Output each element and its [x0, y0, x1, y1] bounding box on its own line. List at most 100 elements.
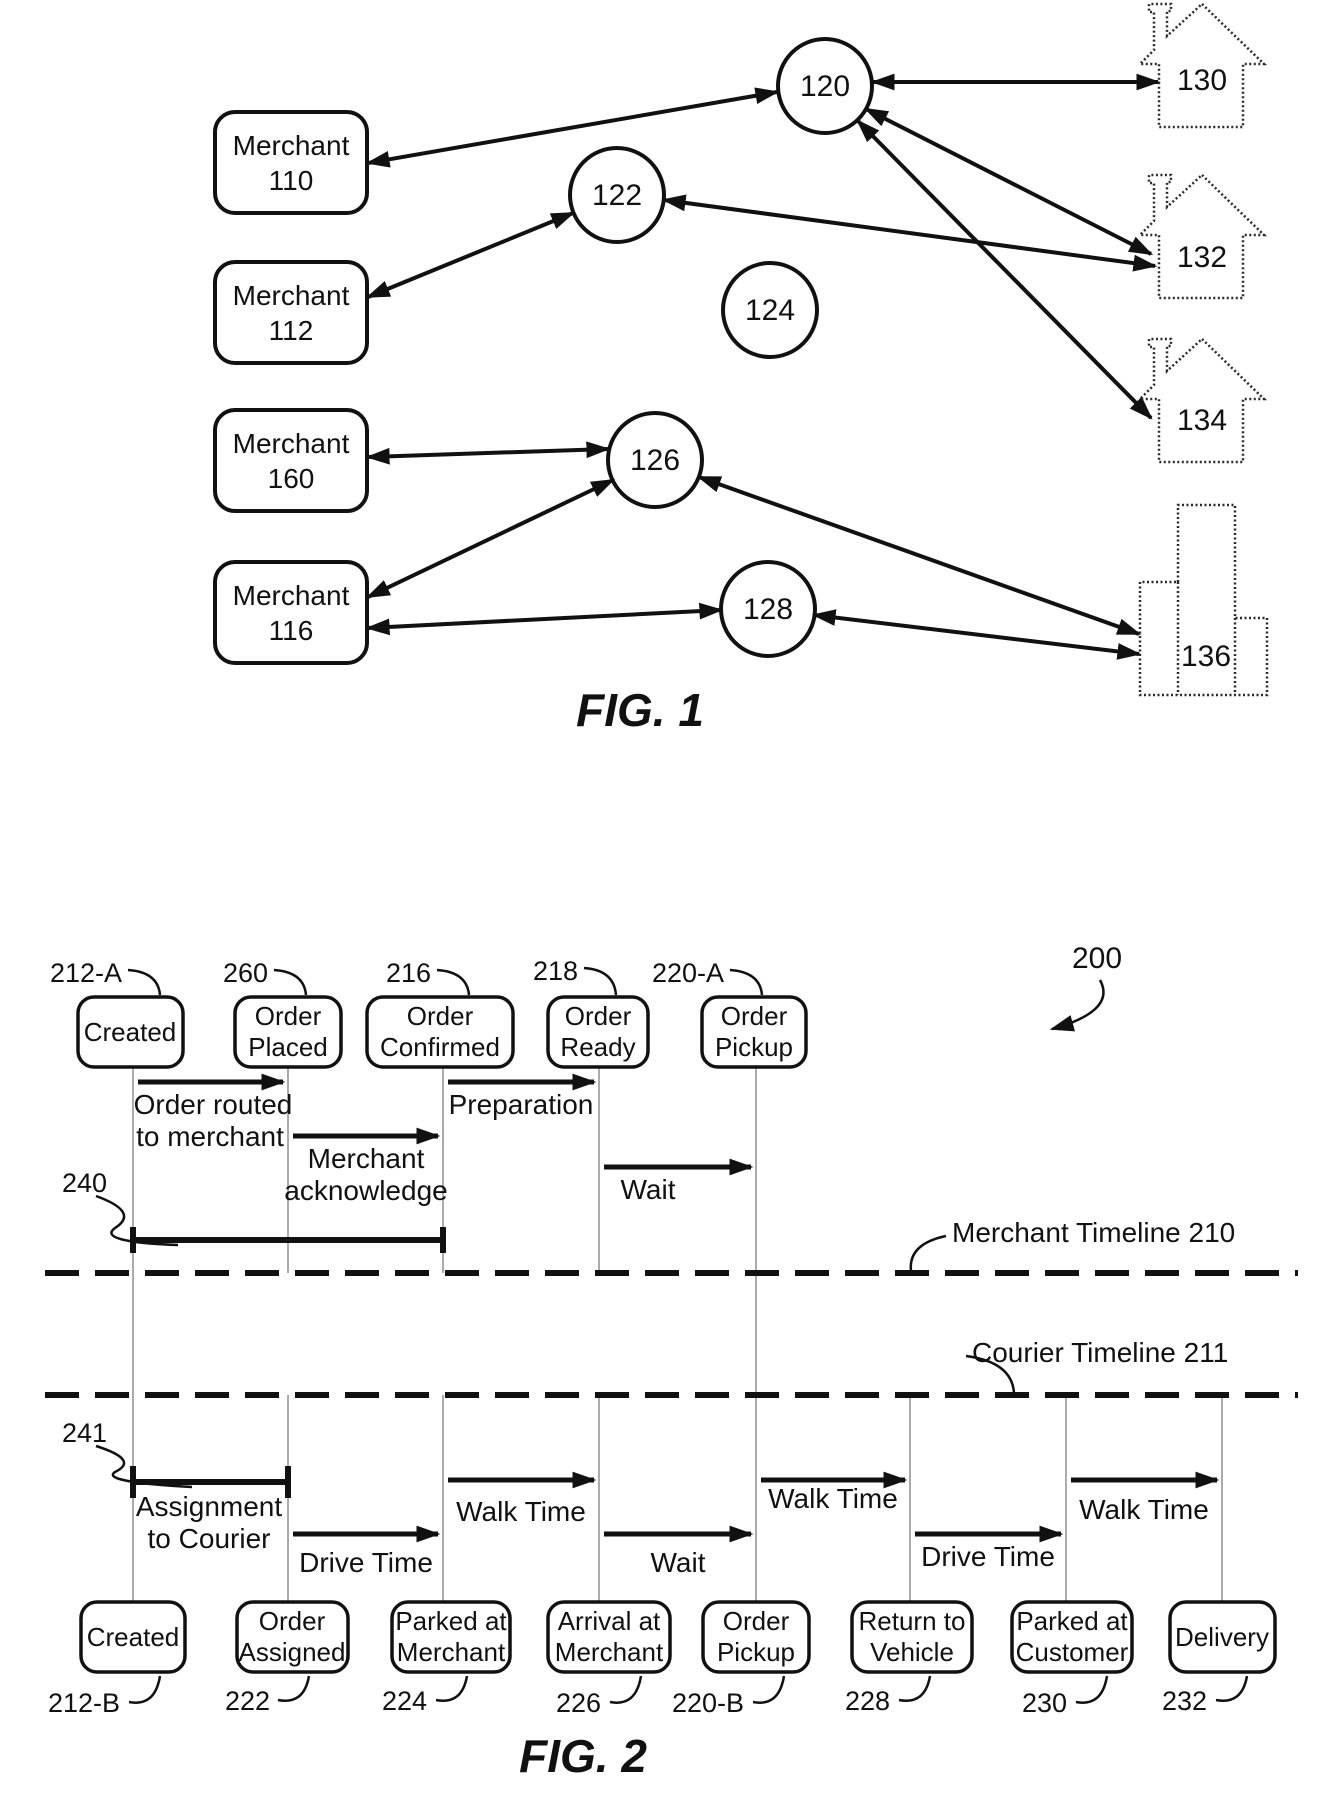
ref-216-leader — [436, 968, 471, 996]
merchant-112-box: Merchant 112 — [213, 260, 369, 365]
preparation-label: Preparation — [449, 1089, 594, 1120]
merchant-116-box: Merchant 116 — [213, 560, 369, 665]
state-order-ready: Order Ready — [546, 995, 650, 1069]
svg-text:116: 116 — [269, 615, 314, 646]
wait-bottom-label: Wait — [651, 1547, 706, 1578]
merchant-112-label: Merchant — [233, 280, 350, 311]
ref-212-B: 212-B — [48, 1688, 120, 1718]
ref-212-A: 212-A — [50, 958, 122, 988]
ref-228-leader — [898, 1675, 932, 1702]
assignment-line2: to Courier — [148, 1523, 271, 1554]
ref-222: 222 — [225, 1686, 270, 1716]
state-arrival-at-merchant-line2: Merchant — [555, 1637, 664, 1667]
house-134-icon: 134 — [1136, 337, 1268, 464]
connector-merchant116-node126 — [365, 478, 616, 599]
building-136-icon: 136 — [1138, 503, 1269, 697]
connector-node126-building136 — [696, 475, 1142, 636]
state-created-bottom: Created — [79, 1600, 187, 1674]
state-parked-at-merchant-line2: Merchant — [397, 1637, 506, 1667]
merchant-116-number: 116 — [269, 615, 314, 646]
merchant-110-box: Merchant 110 — [213, 110, 369, 215]
state-order-ready-line1: Order — [565, 1001, 632, 1031]
merchant-110-number: 110 — [269, 165, 314, 196]
connector-merchant112-node122 — [365, 211, 576, 299]
state-return-to-vehicle-line1: Return to — [859, 1606, 966, 1636]
state-parked-at-merchant-line1: Parked at — [395, 1606, 507, 1636]
state-order-confirmed-line1: Order — [407, 1001, 474, 1031]
node-126-label: 126 — [630, 444, 680, 477]
ref-216: 216 — [386, 958, 431, 988]
courier-timeline-label: Courier Timeline 211 — [972, 1337, 1228, 1368]
connector-merchant160-node126 — [365, 441, 611, 465]
walk-time-1-label: Walk Time — [456, 1496, 586, 1527]
state-order-pickup-top-line1: Order — [721, 1001, 788, 1031]
ref-220-A-leader — [729, 968, 764, 996]
ref-226: 226 — [556, 1688, 601, 1718]
ref-260: 260 — [223, 958, 268, 988]
fig1-caption: FIG. 1 — [576, 684, 704, 736]
courier-timeline-leader — [965, 1354, 1016, 1394]
bracket-240 — [130, 1227, 446, 1253]
order-routed-line2: to merchant — [136, 1121, 284, 1152]
state-order-placed: Order Placed — [233, 995, 343, 1069]
state-order-assigned-line1: Order — [259, 1606, 326, 1636]
merchant-timeline-leader — [909, 1234, 947, 1272]
state-arrival-at-merchant-line1: Arrival at — [558, 1606, 661, 1636]
ref-218-leader — [583, 966, 618, 996]
svg-text:110: 110 — [269, 165, 314, 196]
merchant-160-number: 160 — [268, 463, 315, 494]
merchant-116-label: Merchant — [233, 580, 350, 611]
house-134-label: 134 — [1177, 404, 1227, 437]
connector-node122-house132 — [661, 194, 1158, 272]
state-order-pickup-bottom: Order Pickup — [701, 1600, 811, 1674]
ref-226-leader — [609, 1675, 643, 1704]
house-132-label: 132 — [1177, 241, 1227, 274]
state-order-confirmed: Order Confirmed — [365, 995, 515, 1069]
node-124-label: 124 — [745, 294, 795, 327]
state-parked-at-merchant: Parked at Merchant — [390, 1600, 512, 1674]
order-routed-line1: Order routed — [134, 1089, 293, 1120]
ref-228: 228 — [845, 1686, 890, 1716]
wait-top-label: Wait — [621, 1174, 676, 1205]
svg-text:112: 112 — [269, 315, 314, 346]
ref-241: 241 — [62, 1418, 107, 1448]
merchant-160-label: Merchant — [233, 428, 350, 459]
state-order-assigned-line2: Assigned — [239, 1637, 346, 1667]
state-order-pickup-top-line2: Pickup — [715, 1032, 793, 1062]
connector-node128-building136 — [811, 609, 1142, 660]
house-130-icon: 130 — [1136, 2, 1268, 129]
ref-212-A-leader — [127, 968, 162, 996]
svg-text:Merchant: Merchant — [233, 428, 350, 459]
connector-merchant116-node128 — [365, 602, 724, 636]
node-124: 124 — [721, 261, 819, 359]
merchant-110-label: Merchant — [233, 130, 350, 161]
ref-218: 218 — [533, 956, 578, 986]
house-132-icon: 132 — [1136, 173, 1268, 300]
state-order-pickup-bottom-line1: Order — [723, 1606, 790, 1636]
assignment-line1: Assignment — [136, 1491, 283, 1522]
state-parked-at-customer-line2: Customer — [1016, 1637, 1129, 1667]
node-122-label: 122 — [592, 179, 642, 212]
state-arrival-at-merchant: Arrival at Merchant — [546, 1600, 672, 1674]
ref-232-leader — [1215, 1675, 1249, 1702]
connector-node120-house134 — [856, 119, 1153, 420]
ref-230-leader — [1075, 1675, 1109, 1704]
state-return-to-vehicle-line2: Vehicle — [870, 1637, 954, 1667]
state-order-pickup-bottom-line2: Pickup — [717, 1637, 795, 1667]
house-130-label: 130 — [1177, 64, 1227, 97]
ref-212-B-leader — [128, 1675, 162, 1704]
node-128-label: 128 — [743, 593, 793, 626]
state-delivery-label: Delivery — [1175, 1622, 1269, 1652]
state-order-placed-line1: Order — [255, 1001, 322, 1031]
ref-232: 232 — [1162, 1686, 1207, 1716]
state-parked-at-customer-line1: Parked at — [1016, 1606, 1128, 1636]
svg-text:Merchant: Merchant — [233, 280, 350, 311]
svg-text:160: 160 — [268, 463, 315, 494]
ref-260-leader — [273, 968, 308, 996]
fig2-caption: FIG. 2 — [519, 1730, 647, 1782]
merchant-160-box: Merchant 160 — [213, 408, 369, 513]
state-return-to-vehicle: Return to Vehicle — [850, 1600, 974, 1674]
walk-time-2-label: Walk Time — [768, 1483, 898, 1514]
